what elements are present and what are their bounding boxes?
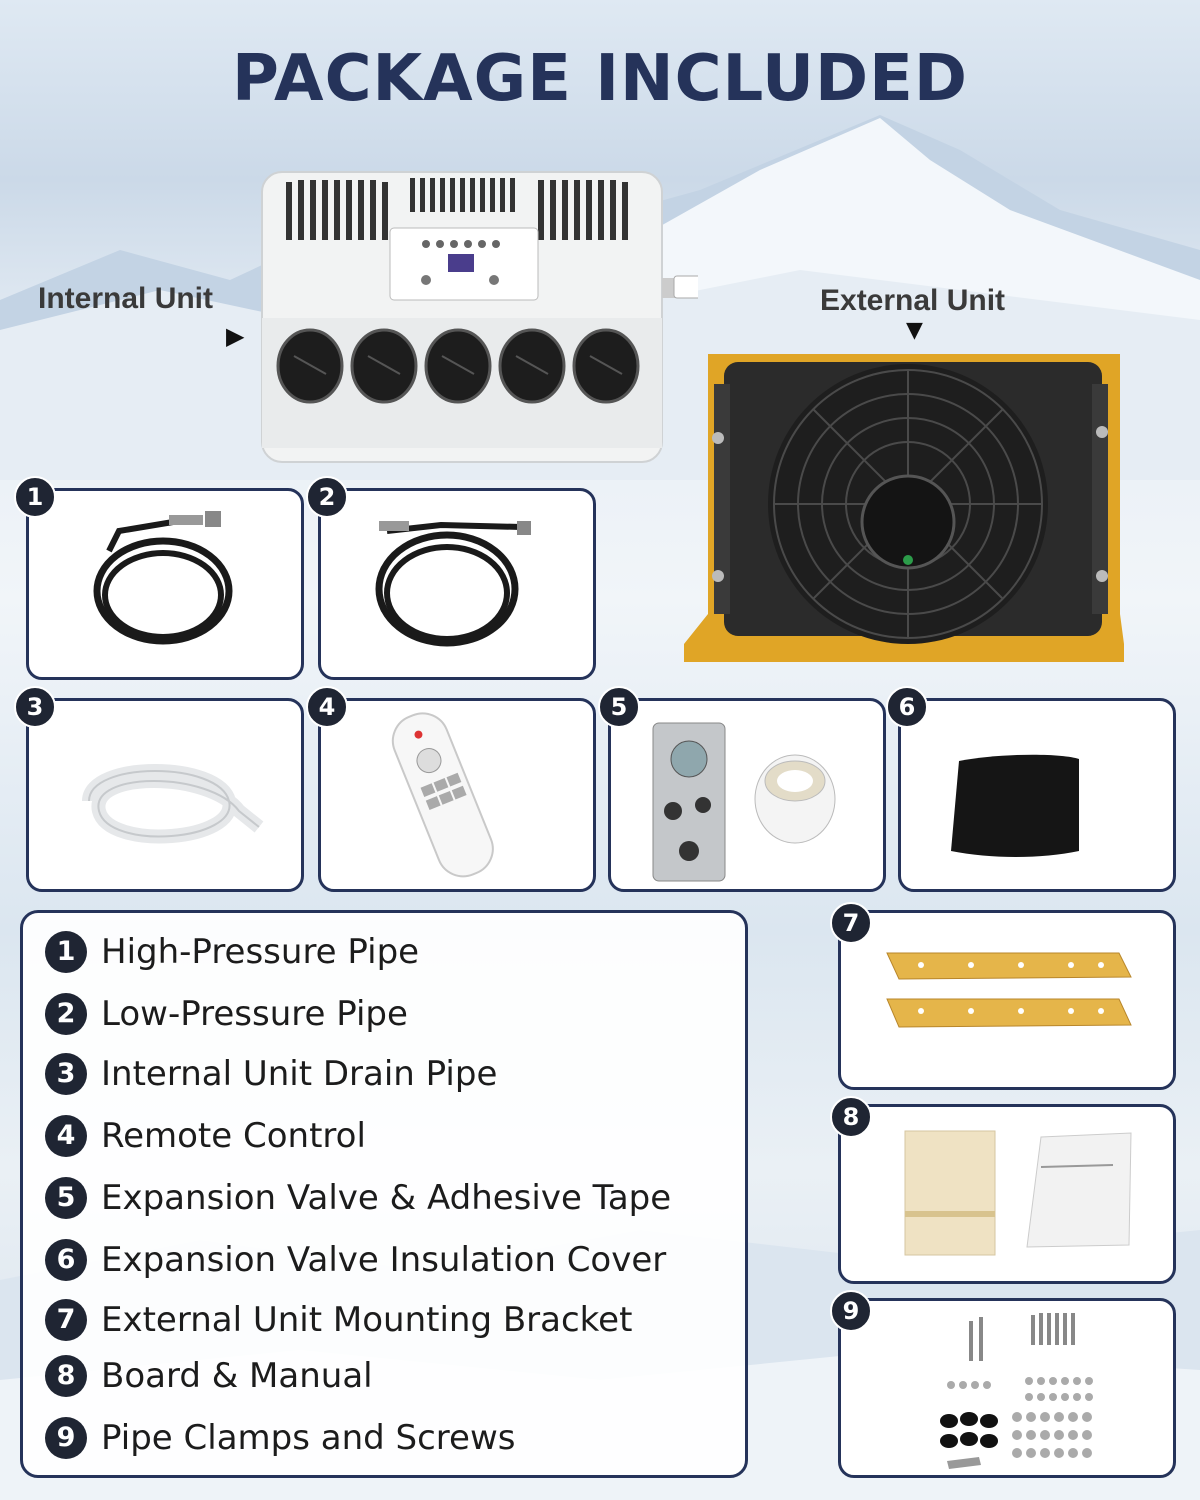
badge-3: 3 bbox=[14, 686, 56, 728]
arrow-right-icon: ▶ bbox=[226, 322, 245, 350]
list-item-label: External Unit Mounting Bracket bbox=[101, 1300, 633, 1340]
item-box-expansion-valve-tape bbox=[608, 698, 886, 892]
insulation-cover-image bbox=[951, 754, 1079, 857]
list-item: 1 High-Pressure Pipe bbox=[45, 925, 419, 979]
list-item: 4 Remote Control bbox=[45, 1109, 366, 1163]
badge-6: 6 bbox=[886, 686, 928, 728]
item-box-remote-control bbox=[318, 698, 596, 892]
list-item-number: 1 bbox=[45, 931, 87, 973]
list-item-label: High-Pressure Pipe bbox=[101, 932, 420, 972]
list-item: 6 Expansion Valve Insulation Cover bbox=[45, 1233, 666, 1287]
item-box-board-manual bbox=[838, 1104, 1176, 1284]
list-item: 9 Pipe Clamps and Screws bbox=[45, 1411, 515, 1465]
list-item-number: 7 bbox=[45, 1299, 87, 1341]
low-pressure-pipe-image bbox=[375, 521, 531, 647]
item-box-clamps-screws bbox=[838, 1298, 1176, 1478]
list-item-number: 6 bbox=[45, 1239, 87, 1281]
clamps-screws-image bbox=[940, 1313, 1093, 1469]
badge-4: 4 bbox=[306, 686, 348, 728]
external-unit-label: External Unit bbox=[820, 284, 1006, 317]
list-item-label: Remote Control bbox=[101, 1116, 366, 1156]
list-item-number: 2 bbox=[45, 993, 87, 1035]
list-item-number: 4 bbox=[45, 1115, 87, 1157]
internal-unit-image bbox=[261, 171, 698, 463]
list-item-label: Low-Pressure Pipe bbox=[101, 994, 408, 1034]
item-box-low-pressure-pipe bbox=[318, 488, 596, 680]
badge-2: 2 bbox=[306, 476, 348, 518]
list-item: 2 Low-Pressure Pipe bbox=[45, 987, 408, 1041]
badge-9: 9 bbox=[830, 1290, 872, 1332]
drain-pipe-image bbox=[82, 764, 264, 844]
remote-control-image bbox=[391, 712, 494, 878]
board-manual-image bbox=[904, 1130, 1132, 1256]
page-title: PACKAGE INCLUDED bbox=[232, 42, 968, 116]
external-unit-image bbox=[684, 354, 1124, 662]
arrow-down-icon: ▼ bbox=[906, 318, 923, 343]
list-item-label: Expansion Valve & Adhesive Tape bbox=[101, 1178, 672, 1218]
list-item-label: Expansion Valve Insulation Cover bbox=[101, 1240, 667, 1280]
badge-8: 8 bbox=[830, 1096, 872, 1138]
mounting-bracket-image bbox=[886, 952, 1132, 1028]
list-item-number: 9 bbox=[45, 1417, 87, 1459]
internal-unit-label: Internal Unit bbox=[38, 282, 214, 315]
expansion-valve-tape-image bbox=[652, 722, 836, 882]
item-box-high-pressure-pipe bbox=[26, 488, 304, 680]
list-item: 7 External Unit Mounting Bracket bbox=[45, 1293, 632, 1347]
list-item: 8 Board & Manual bbox=[45, 1349, 373, 1403]
list-item-label: Internal Unit Drain Pipe bbox=[101, 1054, 498, 1094]
item-list: 1 High-Pressure Pipe 2 Low-Pressure Pipe 3… bbox=[20, 910, 748, 1478]
badge-1: 1 bbox=[14, 476, 56, 518]
high-pressure-pipe-image bbox=[93, 511, 233, 645]
list-item-label: Pipe Clamps and Screws bbox=[101, 1418, 516, 1458]
item-box-drain-pipe bbox=[26, 698, 304, 892]
item-box-mounting-bracket bbox=[838, 910, 1176, 1090]
list-item-number: 3 bbox=[45, 1053, 87, 1095]
list-item-number: 5 bbox=[45, 1177, 87, 1219]
item-box-insulation-cover bbox=[898, 698, 1176, 892]
list-item-number: 8 bbox=[45, 1355, 87, 1397]
badge-7: 7 bbox=[830, 902, 872, 944]
list-item: 3 Internal Unit Drain Pipe bbox=[45, 1047, 497, 1101]
badge-5: 5 bbox=[598, 686, 640, 728]
list-item-label: Board & Manual bbox=[101, 1356, 373, 1396]
list-item: 5 Expansion Valve & Adhesive Tape bbox=[45, 1171, 671, 1225]
